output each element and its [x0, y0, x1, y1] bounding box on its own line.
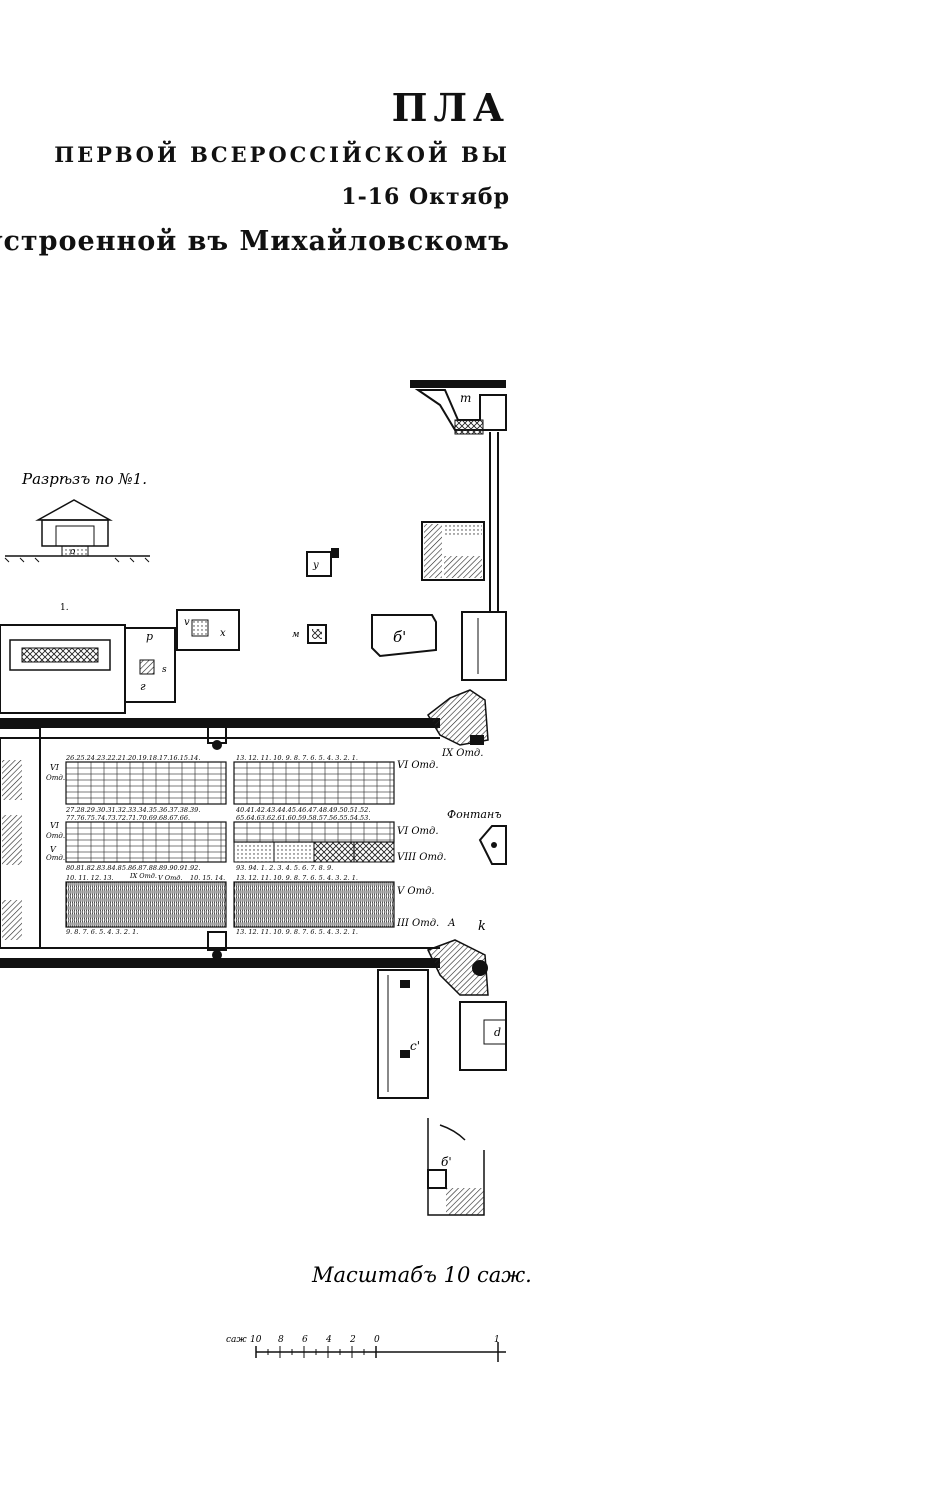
scale-tick-1: 1	[494, 1335, 500, 1345]
main-hall	[0, 689, 489, 996]
title-line-1: ПЛА	[391, 85, 510, 130]
row-num-4-right: 93. 94. 1. 2. 3. 4. 5. 6. 7. 8. 9.	[236, 864, 333, 872]
lower-buildings: с' d б'	[377, 969, 507, 1216]
row-num-3-left: 77.76.75.74.73.72.71.70.69.68.67.66.	[66, 814, 190, 822]
scale-tick-4: 4	[325, 1335, 332, 1345]
row-num-4-left: 80.81.82.83.84.85.86.87.88.89.90.91.92.	[66, 864, 200, 872]
row-num-2-left: 27.28.29.30.31.32.33.34.35.36.37.38.39.	[65, 806, 200, 814]
label-d: d	[494, 1026, 501, 1039]
row-num-2-right: 40.41.42.43.44.45.46.47.48.49.50.51.52.	[235, 806, 370, 814]
row-num-5-mid: 10. 15. 14.	[190, 874, 225, 882]
label-a: А	[447, 918, 456, 929]
label-num1: 1.	[60, 603, 69, 613]
fountain-basin	[478, 825, 507, 865]
title-block: ПЛА ПЕРВОЙ ВСЕРОССІЙСКОЙ ВЫ 1-16 Октябр …	[0, 80, 510, 280]
row-num-3-right: 65.64.63.62.61.60.59.58.57.56.55.54.53.	[236, 814, 370, 822]
scale-tick-8: 8	[278, 1335, 284, 1345]
title-line-3: 1-16 Октябр	[341, 184, 510, 210]
title-line-4: устроенной въ Михайловскомъ	[0, 226, 510, 257]
row-num-5-v: V Отд.	[158, 874, 182, 882]
scale-unit: саж	[226, 1335, 247, 1345]
label-p: р	[146, 630, 153, 643]
label-iii-otd: III Отд.	[396, 918, 439, 929]
left-courtyard: 1. р г s v х	[0, 603, 240, 714]
label-r: г	[140, 680, 146, 693]
row-numbers: 26.25.24.23.22.21.20.19.18.17.16.15.14. …	[65, 754, 370, 936]
label-otd-left2: Отд.	[46, 832, 65, 840]
row-num-1-right: 13. 12. 11. 10. 9. 8. 7. 6. 5. 4. 3. 2. …	[236, 754, 358, 762]
title-line-2: ПЕРВОЙ ВСЕРОССІЙСКОЙ ВЫ	[54, 142, 510, 167]
scale-tick-6: 6	[302, 1335, 308, 1345]
label-y: у	[312, 560, 319, 571]
label-vi-otd-a: VI Отд.	[397, 760, 439, 771]
row-num-6-left: 9. 8. 7. 6. 5. 4. 3. 2. 1.	[66, 928, 138, 936]
label-v-left: V	[50, 845, 57, 854]
label-b2: б'	[441, 1155, 452, 1169]
label-x: х	[220, 628, 226, 639]
label-b1: б'	[393, 628, 406, 646]
row-num-1-left: 26.25.24.23.22.21.20.19.18.17.16.15.14.	[65, 754, 200, 762]
label-otd-left: Отд.	[46, 774, 65, 782]
scale-tick-10: 10	[250, 1335, 262, 1345]
label-viii-otd: VIII Отд.	[397, 852, 446, 863]
label-vi-left2: VI	[50, 821, 60, 830]
scale-tick-2: 2	[349, 1335, 356, 1345]
label-m: м	[292, 630, 299, 640]
section-label-o: о	[70, 547, 76, 557]
row-num-5-ix: IX Отд.	[129, 872, 157, 880]
label-top-m: т	[460, 391, 471, 405]
label-v-otd: V Отд.	[397, 886, 435, 897]
upper-blocks: у м б'	[292, 521, 507, 681]
row-num-5-right: 13. 12. 11. 10. 9. 8. 7. 6. 5. 4. 3. 2. …	[236, 874, 358, 882]
label-s: s	[162, 665, 167, 675]
label-ix-otd: IX Отд.	[441, 748, 483, 759]
stall-grids	[65, 761, 395, 928]
top-right-building: т	[410, 380, 507, 612]
label-v: v	[184, 617, 190, 628]
scale-bar: Масштабъ 10 саж. саж 10 8 6 4 2 0 1	[226, 1263, 532, 1362]
label-fountain: Фонтанъ	[447, 808, 502, 821]
scale-tick-0: 0	[374, 1335, 380, 1345]
section-drawing: Разрѣзъ по №1. о	[4, 470, 150, 563]
row-num-6-right: 13. 12. 11. 10. 9. 8. 7. 6. 5. 4. 3. 2. …	[236, 928, 358, 936]
label-c: с'	[410, 1039, 420, 1053]
section-caption: Разрѣзъ по №1.	[21, 470, 147, 488]
department-labels: IX Отд. VI Отд. VI Отд. VIII Отд. V Отд.…	[46, 748, 502, 934]
label-vi-otd-b: VI Отд.	[397, 826, 439, 837]
label-k: k	[478, 919, 486, 934]
row-num-5-left: 10. 11. 12. 13.	[66, 874, 114, 882]
label-vi-left: VI	[50, 763, 60, 772]
scale-caption: Масштабъ 10 саж.	[311, 1263, 532, 1287]
label-otd-left3: Отд.	[46, 854, 65, 862]
